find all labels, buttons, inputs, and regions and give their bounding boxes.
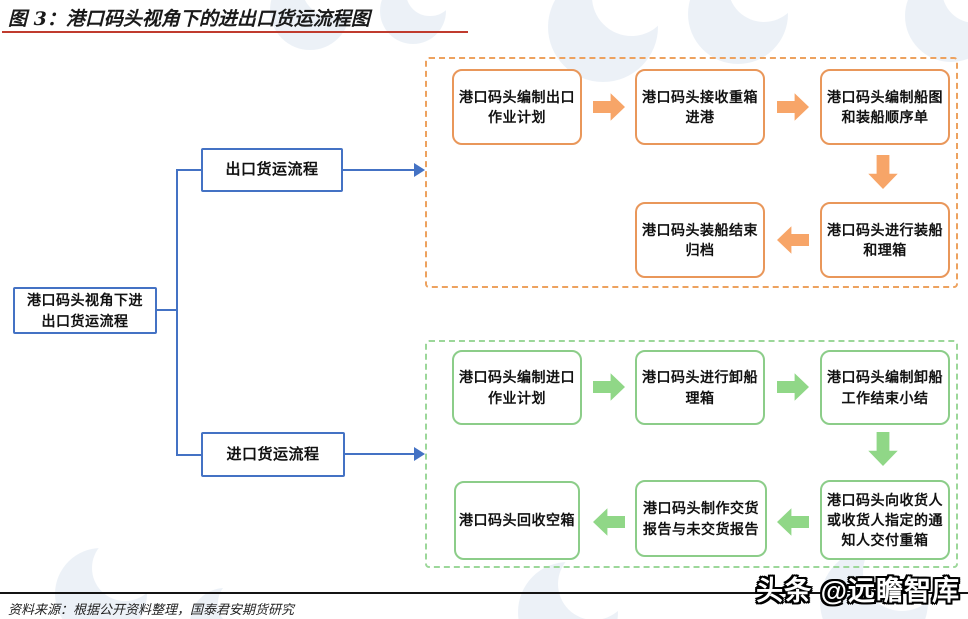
import-step-4-label: 港口码头向收货人 或收货人指定的通 知人交付重箱	[827, 491, 943, 549]
export-step-3: 港口码头编制船图 和装船顺序单	[820, 69, 950, 145]
connector-line	[345, 453, 415, 455]
watermark-logo-icon	[905, 0, 968, 62]
connector-line	[176, 169, 201, 171]
arrow-head-right-icon	[414, 163, 425, 177]
watermark-logo-icon	[548, 0, 672, 82]
export-step-2: 港口码头接收重箱 进港	[635, 69, 765, 145]
export-step-2-label: 港口码头接收重箱 进港	[642, 88, 758, 125]
flow-arrow-left-icon	[777, 508, 809, 536]
watermark-logo-icon	[518, 548, 630, 619]
export-step-1: 港口码头编制出口 作业计划	[452, 69, 582, 145]
export-step-5: 港口码头装船结束 归档	[635, 202, 765, 278]
flow-arrow-down-icon	[868, 432, 898, 466]
root-node-label: 港口码头视角下进 出口货运流程	[27, 292, 143, 329]
root-node: 港口码头视角下进 出口货运流程	[13, 287, 157, 334]
connector-line	[176, 169, 178, 456]
import-step-2: 港口码头进行卸船 理箱	[635, 350, 765, 425]
import-step-5-label: 港口码头制作交货 报告与未交货报告	[643, 500, 759, 537]
arrow-head-right-icon	[414, 447, 425, 461]
connector-line	[343, 169, 415, 171]
footer-rule	[0, 592, 968, 594]
flow-arrow-right-icon	[593, 373, 625, 401]
branch-import-label: 进口货运流程	[226, 445, 320, 463]
flow-arrow-right-icon	[593, 93, 625, 121]
import-step-1: 港口码头编制进口 作业计划	[452, 350, 582, 425]
export-step-3-label: 港口码头编制船图 和装船顺序单	[827, 88, 943, 125]
import-flow-group: 港口码头编制进口 作业计划 港口码头进行卸船 理箱 港口码头编制卸船 工作结束小…	[425, 340, 958, 568]
import-step-3-label: 港口码头编制卸船 工作结束小结	[827, 369, 943, 406]
connector-line	[176, 454, 201, 456]
export-step-4: 港口码头进行装船 和理箱	[820, 202, 950, 278]
branch-export-label: 出口货运流程	[225, 161, 319, 179]
flow-arrow-right-icon	[777, 93, 809, 121]
import-step-4: 港口码头向收货人 或收货人指定的通 知人交付重箱	[820, 480, 950, 560]
figure-title: 图 3：港口码头视角下的进出口货运流程图	[8, 8, 370, 30]
import-step-2-label: 港口码头进行卸船 理箱	[642, 369, 758, 406]
connector-line	[157, 309, 178, 311]
watermark-logo-icon	[55, 535, 159, 619]
import-step-6-label: 港口码头回收空箱	[459, 512, 575, 529]
flow-arrow-right-icon	[777, 373, 809, 401]
brand-watermark: 头条 @远瞻智库	[756, 576, 960, 606]
branch-export: 出口货运流程	[201, 148, 343, 192]
source-note: 资料来源：根据公开资料整理，国泰君安期货研究	[8, 603, 295, 618]
import-step-1-label: 港口码头编制进口 作业计划	[459, 369, 575, 406]
import-step-5: 港口码头制作交货 报告与未交货报告	[635, 480, 767, 557]
flow-arrow-down-icon	[868, 155, 898, 189]
export-step-5-label: 港口码头装船结束 归档	[642, 221, 758, 258]
flow-arrow-left-icon	[593, 508, 625, 536]
export-step-1-label: 港口码头编制出口 作业计划	[459, 88, 575, 125]
export-flow-group: 港口码头编制出口 作业计划 港口码头接收重箱 进港 港口码头编制船图 和装船顺序…	[425, 57, 958, 288]
title-rule	[2, 31, 468, 33]
branch-import: 进口货运流程	[201, 432, 345, 477]
import-step-3: 港口码头编制卸船 工作结束小结	[820, 350, 950, 425]
flow-arrow-left-icon	[777, 226, 809, 254]
import-step-6: 港口码头回收空箱	[454, 481, 580, 560]
watermark-logo-icon	[688, 0, 800, 64]
export-step-4-label: 港口码头进行装船 和理箱	[827, 221, 943, 258]
watermark-logo-icon	[380, 0, 454, 44]
